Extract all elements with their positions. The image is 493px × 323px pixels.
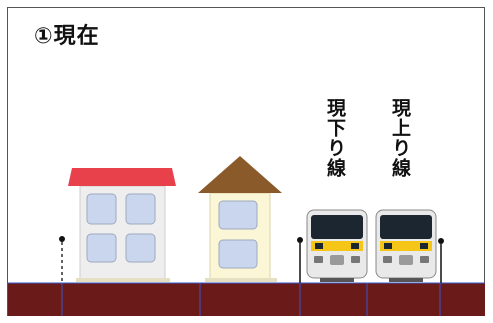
pole-left	[297, 237, 303, 283]
ground	[8, 283, 485, 316]
train-up	[375, 209, 437, 282]
down-track-label: 現下り線	[324, 98, 346, 178]
diagram-title: ①現在	[34, 24, 100, 49]
pole-right	[438, 238, 444, 283]
ground-dividers	[8, 282, 485, 316]
house-left	[68, 168, 176, 282]
train-down	[306, 209, 368, 282]
left-boundary-marker	[59, 236, 65, 283]
up-track-label: 現上り線	[389, 98, 411, 178]
house-right	[198, 156, 282, 282]
